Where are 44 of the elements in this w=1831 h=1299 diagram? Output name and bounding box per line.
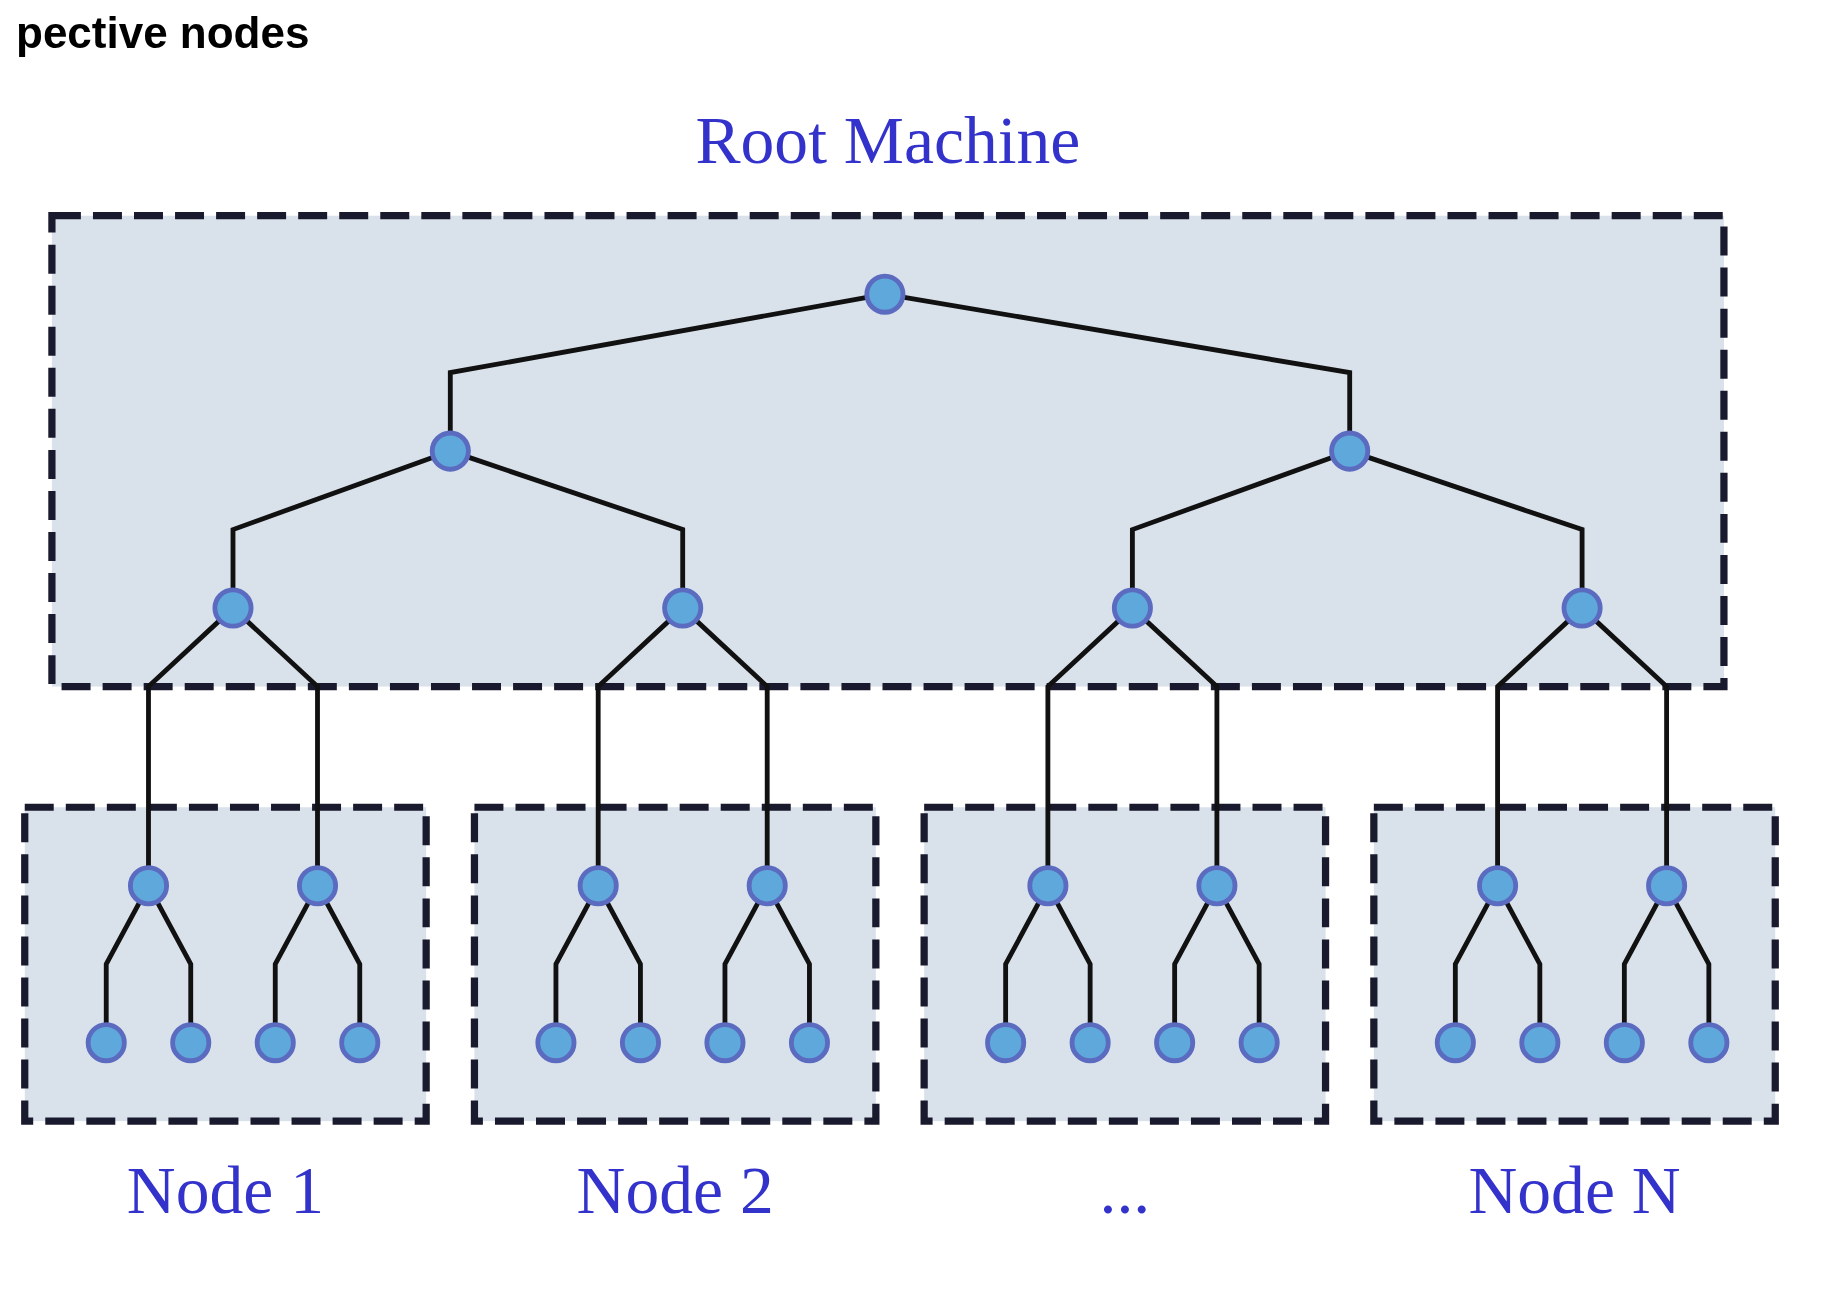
cluster — [920, 803, 1330, 1125]
node-circle — [1519, 1022, 1561, 1064]
node-circle — [1154, 1022, 1196, 1064]
node-circle — [170, 1022, 212, 1064]
connector — [1366, 454, 1585, 590]
cluster — [21, 803, 430, 1125]
node-circle — [985, 1022, 1027, 1064]
node-circle — [864, 273, 906, 315]
node-circle — [535, 1022, 577, 1064]
node-circle — [619, 1022, 661, 1064]
node-circle — [127, 865, 169, 907]
cluster — [48, 212, 1728, 691]
node-circle — [788, 1022, 830, 1064]
cluster — [1370, 803, 1779, 1125]
node-circle — [429, 430, 471, 472]
node-circle — [254, 1022, 296, 1064]
node-circle — [1561, 587, 1603, 629]
node-label: Node N — [1468, 1152, 1681, 1228]
node-circle — [1646, 865, 1688, 907]
node-circle — [746, 865, 788, 907]
node-circle — [1069, 1022, 1111, 1064]
node-label: Node 1 — [126, 1152, 325, 1228]
node-label: Root Machine — [695, 102, 1081, 178]
node-circle — [339, 1022, 381, 1064]
node-circle — [85, 1022, 127, 1064]
node-circle — [1196, 865, 1238, 907]
node-circle — [1027, 865, 1069, 907]
node-circle — [1477, 865, 1519, 907]
node-circle — [704, 1022, 746, 1064]
node-circle — [1603, 1022, 1645, 1064]
node-circle — [1688, 1022, 1730, 1064]
node-circle — [662, 587, 704, 629]
title: pective nodes — [16, 8, 311, 58]
node-circle — [1329, 430, 1371, 472]
node-circle — [212, 587, 254, 629]
node-label: ... — [1099, 1152, 1151, 1228]
node-circle — [1434, 1022, 1476, 1064]
node-label: Node 2 — [576, 1152, 774, 1228]
node-circle — [577, 865, 619, 907]
connector — [1129, 455, 1334, 590]
node-circle — [1111, 587, 1153, 629]
cluster — [470, 803, 880, 1125]
node-circle — [297, 865, 339, 907]
node-circle — [1238, 1022, 1280, 1064]
